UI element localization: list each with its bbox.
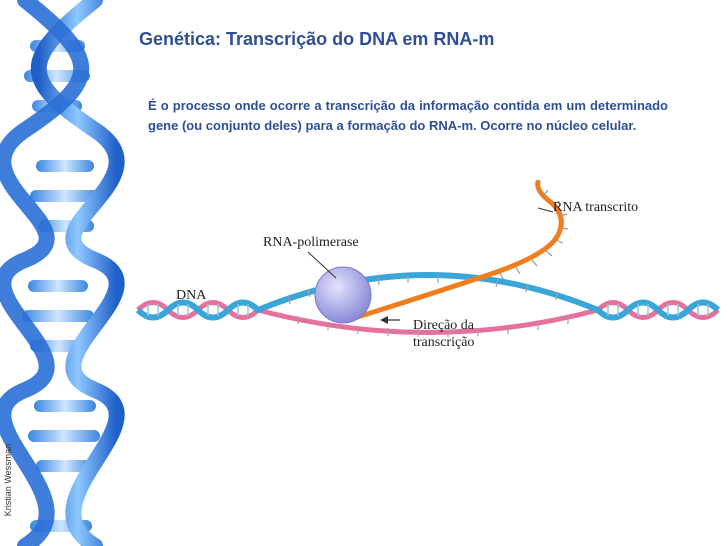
slide-body-text: É o processo onde ocorre a transcrição d…: [148, 98, 668, 133]
transcription-diagram: RNA transcrito RNA-polimerase DNA Direçã…: [128, 179, 728, 360]
helix-strand-b: [0, 0, 89, 546]
label-direcao-da: Direção da: [413, 318, 475, 333]
transcription-svg: [135, 179, 721, 337]
slide-title: Genética: Transcrição do DNA em RNA-m: [139, 29, 495, 49]
bubble-bases-bottom: [297, 316, 569, 337]
label-dna: DNA: [176, 288, 207, 303]
dna-helix-decoration: [0, 0, 125, 546]
rna-polymerase: [314, 266, 372, 324]
dna-strand-blue: [135, 272, 721, 321]
dna-base-pairs-right: [607, 304, 709, 316]
label-transcricao: transcrição: [413, 335, 475, 350]
dna-strand-pink: [136, 300, 720, 335]
image-credit: Kristian Wessman: [3, 443, 13, 517]
dna-base-pairs-left: [147, 304, 249, 316]
label-rna-transcrito: RNA transcrito: [553, 200, 639, 215]
label-rna-polimerase: RNA-polimerase: [263, 235, 359, 250]
polymerase-pointer: [307, 251, 337, 279]
transcript-pointer: [537, 207, 554, 213]
direction-arrow-head: [380, 316, 388, 324]
rna-transcript: [345, 179, 564, 323]
rna-bases: [499, 189, 569, 281]
